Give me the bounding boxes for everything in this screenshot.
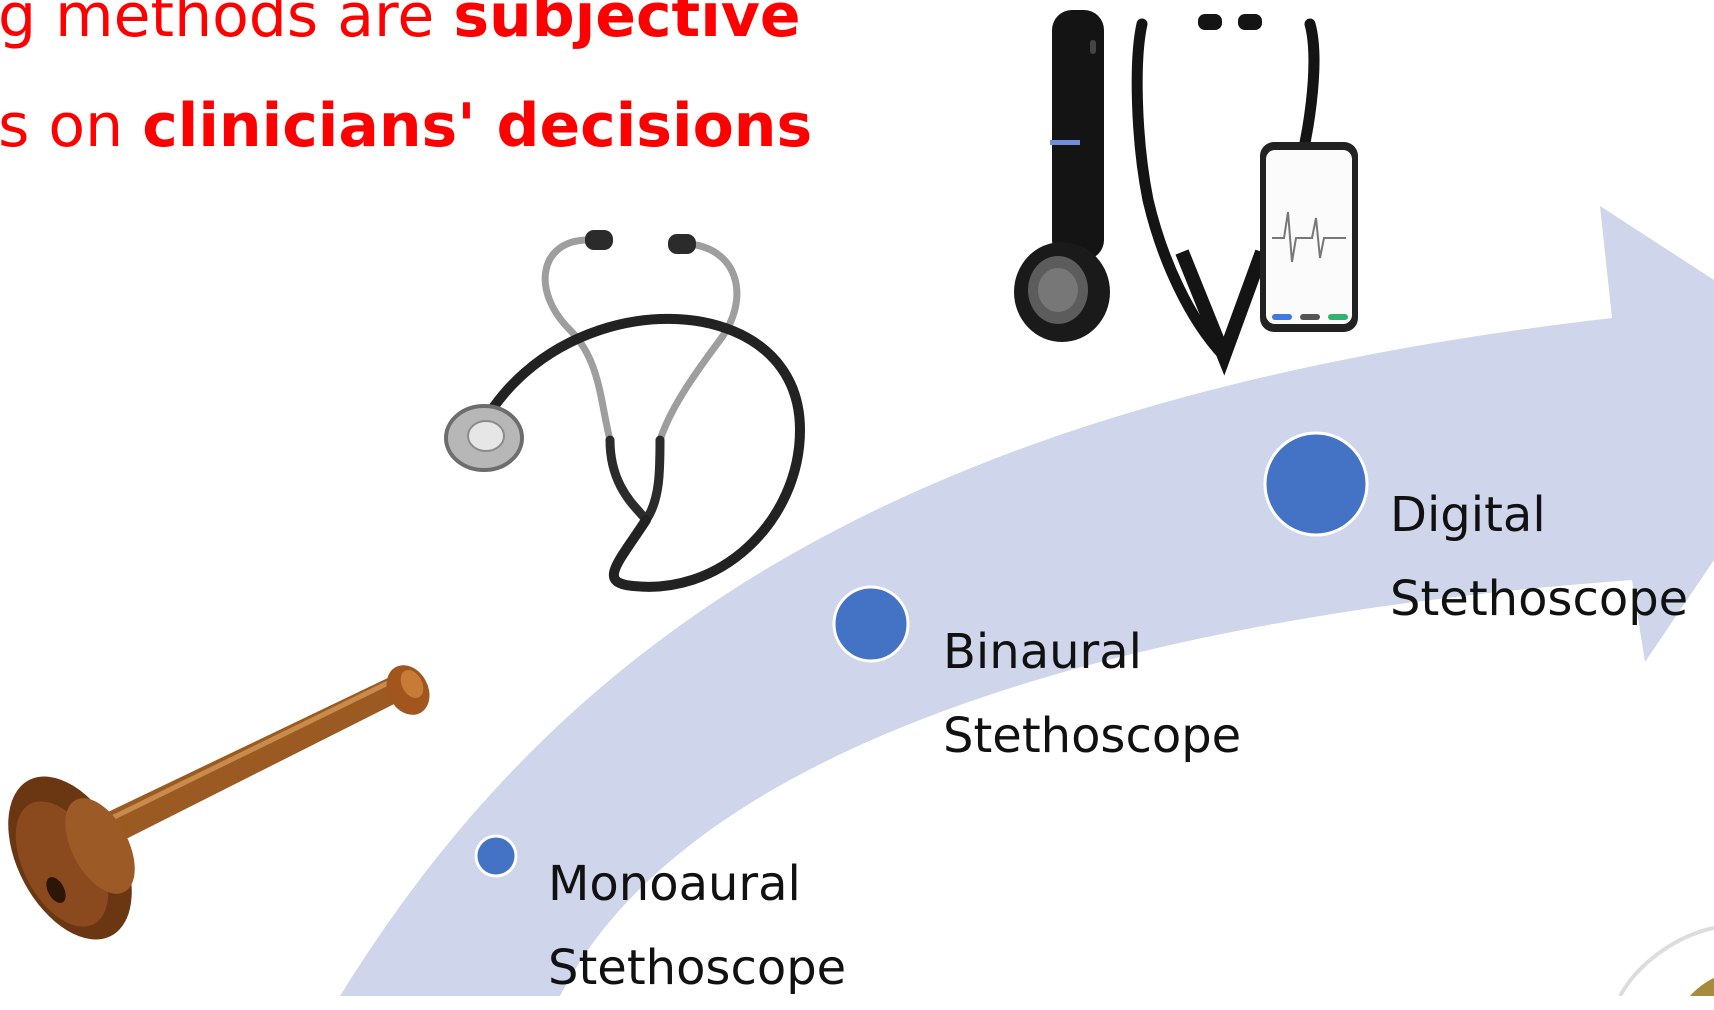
stage-label-digital: Digital Stethoscope bbox=[1390, 473, 1688, 641]
stage-label-binaural-line2: Stethoscope bbox=[943, 708, 1242, 764]
logo-ring-fragment-gold bbox=[1690, 978, 1714, 996]
heading-line-1: ng methods are subjective bbox=[0, 0, 801, 46]
digital-stethoscope-with-phone-image bbox=[1014, 10, 1358, 376]
stage-label-monoaural: Monoaural Stethoscope bbox=[548, 842, 846, 1010]
stage-dot-binaural bbox=[832, 585, 910, 663]
binaural-stethoscope-image bbox=[444, 230, 806, 592]
heading-line-1-emphasis: subjective bbox=[453, 0, 801, 51]
stage-label-monoaural-line1: Monoaural bbox=[548, 856, 801, 912]
curved-timeline-arrow bbox=[340, 206, 1714, 996]
heading-line-2-emphasis: clinicians' decisions bbox=[142, 91, 813, 161]
heading-line-1-text: ng methods are bbox=[0, 0, 454, 51]
stage-dot-monoaural bbox=[474, 834, 518, 878]
stage-label-digital-line1: Digital bbox=[1390, 487, 1546, 543]
logo-ring-fragment bbox=[1618, 926, 1714, 996]
stage-label-digital-line2: Stethoscope bbox=[1390, 571, 1689, 627]
stage-label-binaural-line1: Binaural bbox=[943, 624, 1143, 680]
stage-dot-digital bbox=[1263, 431, 1369, 537]
heading-line-2-text: ds on bbox=[0, 91, 124, 161]
stage-label-monoaural-line2: Stethoscope bbox=[548, 940, 847, 996]
stage-label-binaural: Binaural Stethoscope bbox=[943, 610, 1241, 778]
wooden-monoaural-stethoscope-image bbox=[8, 665, 430, 940]
heading-line-2: ds on clinicians' decisions bbox=[0, 96, 812, 156]
